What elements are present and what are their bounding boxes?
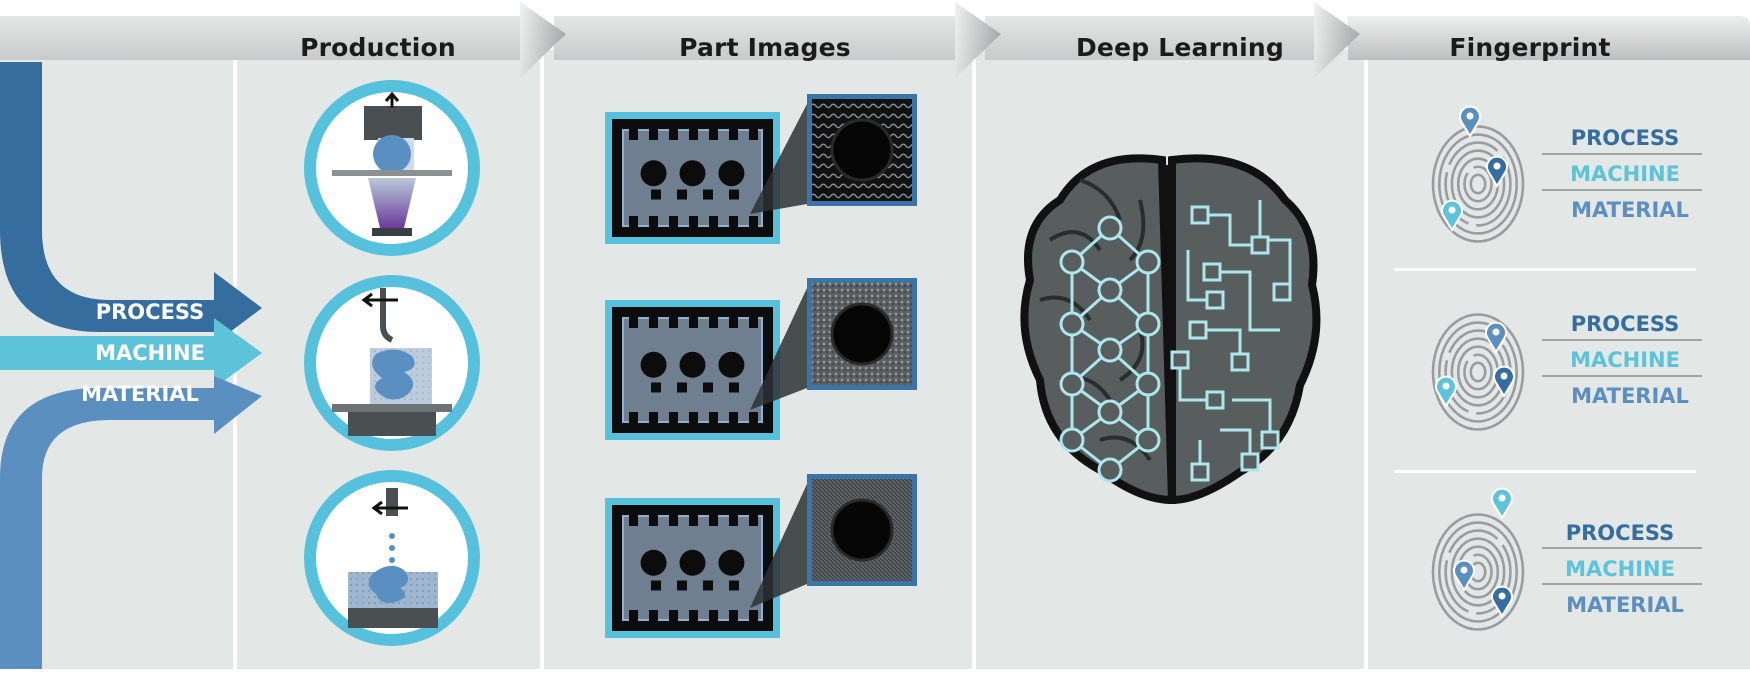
- circuit-pad: [1190, 205, 1210, 225]
- fingerprint-icon: [1431, 105, 1702, 243]
- location-pin-icon: [1435, 375, 1457, 408]
- fp2-machine: MACHINE: [1570, 348, 1680, 372]
- circuit-pad: [1188, 320, 1208, 340]
- circuit-pad: [1190, 462, 1210, 482]
- machine-arrow: [0, 318, 262, 388]
- fp1-machine: MACHINE: [1570, 162, 1680, 186]
- fp2-material: MATERIAL: [1571, 384, 1689, 408]
- network-node: [1135, 371, 1161, 397]
- fp1-process: PROCESS: [1570, 126, 1680, 150]
- circuit-pad: [1170, 350, 1190, 370]
- circuit-pad: [1230, 352, 1250, 372]
- location-pin-icon: [1491, 487, 1513, 520]
- left-arrow-icon: [371, 500, 408, 516]
- circuit-pad: [1240, 452, 1260, 472]
- header-band-fingerprint: [1348, 16, 1750, 60]
- network-node: [1097, 399, 1123, 425]
- fingerprint-panel: [1368, 50, 1750, 669]
- production-circle-2: [304, 275, 480, 451]
- circuit-pad: [1250, 235, 1270, 255]
- input-label-process: PROCESS: [95, 300, 205, 324]
- location-pin-icon: [1441, 199, 1463, 232]
- part-image-3: [605, 474, 917, 638]
- circuit-pad: [1205, 290, 1225, 310]
- input-label-machine: MACHINE: [95, 341, 205, 365]
- location-pin-icon: [1491, 585, 1513, 618]
- network-node: [1059, 427, 1085, 453]
- material-arrow: [0, 376, 262, 669]
- fp1-material: MATERIAL: [1571, 198, 1689, 222]
- input-label-material: MATERIAL: [81, 382, 199, 406]
- header-arrow-part-images: [554, 2, 1001, 78]
- fp3-material: MATERIAL: [1566, 593, 1684, 617]
- location-pin-icon: [1485, 321, 1507, 354]
- fingerprint-icon: [1431, 487, 1702, 631]
- network-node: [1097, 215, 1123, 241]
- circuit-pattern: [1170, 200, 1292, 482]
- fingerprints-group: [1431, 105, 1702, 631]
- header-part-images: Part Images: [679, 33, 851, 62]
- network-node: [1097, 277, 1123, 303]
- location-pin-icon: [1459, 105, 1481, 138]
- network-node: [1135, 311, 1161, 337]
- brain-icon: [1020, 154, 1321, 505]
- header-fingerprint: Fingerprint: [1449, 33, 1611, 62]
- fp3-process: PROCESS: [1565, 521, 1675, 545]
- part-image-2: [605, 278, 917, 440]
- network-node: [1059, 249, 1085, 275]
- production-circle-1: [304, 80, 480, 256]
- fp3-machine: MACHINE: [1565, 557, 1675, 581]
- network-node: [1097, 337, 1123, 363]
- header-deep-learning: Deep Learning: [1075, 33, 1284, 62]
- fingerprint-icon: [1431, 313, 1702, 431]
- location-pin-icon: [1453, 559, 1475, 592]
- location-pin-icon: [1486, 155, 1508, 188]
- input-flow-arrows: [0, 62, 262, 669]
- circuit-pad: [1205, 390, 1225, 410]
- header-production: Production: [300, 33, 456, 62]
- fp2-process: PROCESS: [1570, 312, 1680, 336]
- network-node: [1135, 427, 1161, 453]
- circuit-pad: [1260, 430, 1280, 450]
- network-node: [1135, 249, 1161, 275]
- process-arrow: [0, 62, 262, 344]
- circuit-pad: [1272, 282, 1292, 302]
- divider: [1394, 470, 1696, 473]
- neural-network: [1059, 215, 1161, 483]
- header-arrow-deep-learning: [985, 2, 1360, 78]
- header-arrow-production: [0, 2, 566, 78]
- network-node: [1097, 457, 1123, 483]
- production-circle-3: [304, 470, 480, 646]
- part-images-group: [605, 94, 917, 638]
- divider: [1394, 268, 1696, 271]
- location-pin-icon: [1493, 365, 1515, 398]
- circuit-pad: [1202, 262, 1222, 282]
- network-node: [1059, 371, 1085, 397]
- up-arrow-icon: [384, 91, 400, 108]
- left-arrow-icon: [361, 292, 398, 308]
- part-image-1: [605, 94, 917, 244]
- network-node: [1059, 311, 1085, 337]
